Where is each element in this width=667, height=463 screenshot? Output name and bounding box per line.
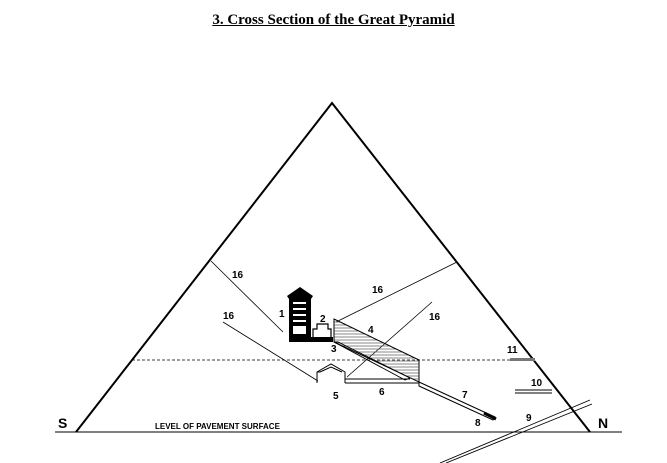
label-16: 16 (429, 312, 441, 323)
south-label: S (58, 415, 67, 431)
label-3: 3 (331, 344, 337, 355)
label-4: 4 (368, 325, 374, 336)
label-5: 5 (333, 391, 339, 402)
page-title: 3. Cross Section of the Great Pyramid (212, 12, 455, 28)
label-11: 11 (507, 345, 518, 356)
shaft-line-16 (210, 260, 284, 333)
feature-11 (510, 358, 535, 361)
label-16: 16 (372, 285, 384, 296)
shaft-line-16 (222, 321, 319, 382)
label-16: 16 (223, 311, 235, 322)
label-7: 7 (462, 390, 468, 401)
label-10: 10 (531, 378, 543, 389)
pyramid-outline (75, 101, 591, 433)
label-9: 9 (526, 413, 532, 424)
north-label: N (598, 415, 608, 431)
shaft-line-16 (346, 301, 433, 378)
descending-passage (418, 381, 496, 421)
antechamber (312, 323, 332, 337)
passage-9 (439, 399, 591, 463)
kings-chamber (287, 287, 333, 342)
label-2: 2 (320, 314, 326, 325)
label-1: 1 (279, 309, 285, 320)
ascending-passage (333, 341, 412, 381)
label-16: 16 (232, 270, 244, 281)
grand-gallery (333, 318, 420, 383)
queens-chamber (316, 363, 346, 383)
passage-9 (445, 403, 593, 463)
descending-passage-plug (483, 411, 497, 421)
pavement-label: LEVEL OF PAVEMENT SURFACE (155, 422, 281, 431)
label-6: 6 (379, 387, 385, 398)
label-8: 8 (475, 418, 481, 429)
shaft-line-16 (335, 261, 458, 323)
